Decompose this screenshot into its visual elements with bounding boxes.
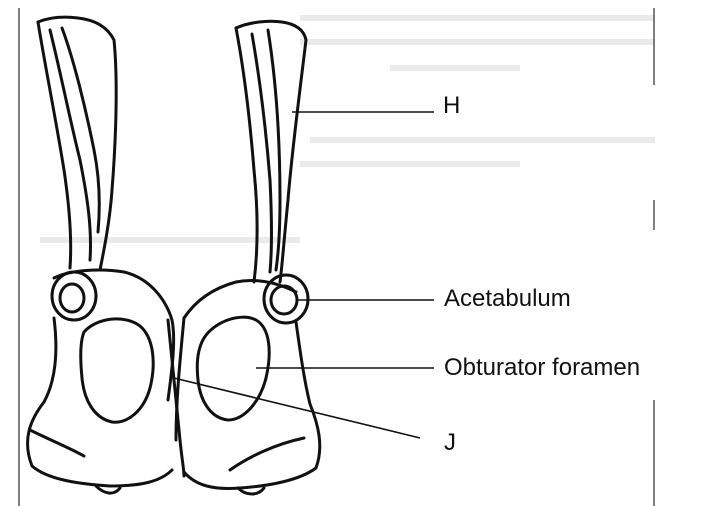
label-obturator-foramen: Obturator foramen	[444, 356, 640, 380]
leader-lines	[174, 112, 434, 438]
label-acetabulum: Acetabulum	[444, 287, 571, 311]
label-h: H	[443, 94, 460, 118]
leader-j	[174, 378, 420, 438]
label-j: J	[444, 431, 456, 455]
background-bleed	[40, 18, 655, 240]
scan-border	[19, 8, 654, 506]
pelvis-bones	[28, 17, 320, 494]
